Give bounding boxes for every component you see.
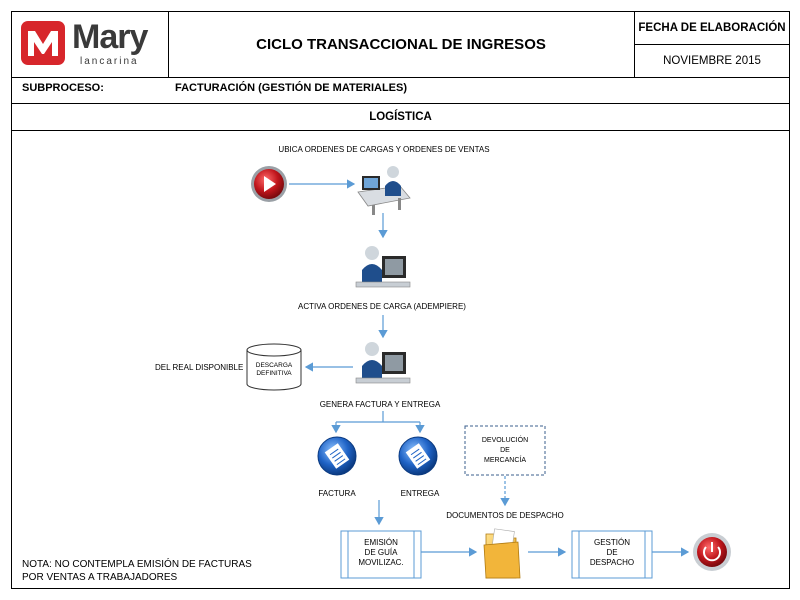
logo-text: Mary [72,18,148,56]
note-line2: POR VENTAS A TRABAJADORES [22,572,178,583]
devolucion-box [464,425,546,476]
gestion-line2: DE [606,548,618,557]
devolucion-text: DEVOLUCIÓN DE MERCANCÍA [465,436,545,466]
document-frame [11,11,790,589]
subprocess-bottom-line [11,103,790,104]
gestion-line1: GESTIÓN [593,538,630,547]
subprocess-value: FACTURACIÓN (GESTIÓN DE MATERIALES) [175,82,408,94]
emision-box [340,530,422,579]
date-value: NOVIEMBRE 2015 [663,55,761,67]
header-bottom-line [11,77,790,78]
company-logo: Mary lancarina [20,18,165,70]
emision-line1: EMISIÓN [364,538,398,547]
operator-computer-icon [355,246,411,288]
step1-label: UBICA ORDENES DE CARGAS Y ORDENES DE VEN… [278,145,490,154]
emision-line3: MOVILIZAC. [358,558,404,567]
documentos-label: DOCUMENTOS DE DESPACHO [446,511,564,520]
page-title: CICLO TRANSACCIONAL DE INGRESOS [256,35,546,53]
database-label: DESCARGA DEFINITIVA [250,362,298,378]
section-title: LOGÍSTICA [369,111,432,123]
operator-billing-icon [355,342,411,384]
factura-label: FACTURA [318,489,356,498]
header-divider-1 [168,11,169,77]
step2-label: ACTIVA ORDENES DE CARGA (ADEMPIERE) [298,302,466,311]
database-side-label: DEL REAL DISPONIBLE [155,363,244,372]
entrega-label: ENTREGA [400,489,440,498]
gestion-line3: DESPACHO [589,558,635,567]
start-play-icon [251,166,287,202]
devolucion-line3: MERCANCÍA [483,457,526,464]
flow-arrows [289,179,690,557]
database-label-line1: DESCARGA [255,362,293,369]
note-line1: NOTA: NO CONTEMPLA EMISIÓN DE FACTURAS [22,559,252,570]
gestion-text: GESTIÓN DE DESPACHO [572,538,652,568]
end-power-icon [693,533,731,571]
devolucion-line2: DE [500,447,510,454]
database-icon [246,343,302,391]
worker-desk-icon [357,166,411,215]
logo-subtext: lancarina [80,56,139,67]
database-label-line2: DEFINITIVA [256,370,292,377]
folder-icon [483,528,521,579]
date-divider [634,44,790,45]
emision-line2: DE GUÍA [364,548,398,557]
section-bottom-line [11,130,790,131]
factura-document-icon [317,436,357,476]
gestion-box [571,530,653,579]
devolucion-line1: DEVOLUCIÓN [481,437,529,444]
date-label: FECHA DE ELABORACIÓN [638,22,786,34]
subprocess-label: SUBPROCESO: [22,82,104,94]
entrega-document-icon [398,436,438,476]
step3-label: GENERA FACTURA Y ENTREGA [319,400,441,409]
footer-note: NOTA: NO CONTEMPLA EMISIÓN DE FACTURAS P… [22,558,252,584]
logo-m-icon [21,21,65,65]
emision-text: EMISIÓN DE GUÍA MOVILIZAC. [341,538,421,568]
